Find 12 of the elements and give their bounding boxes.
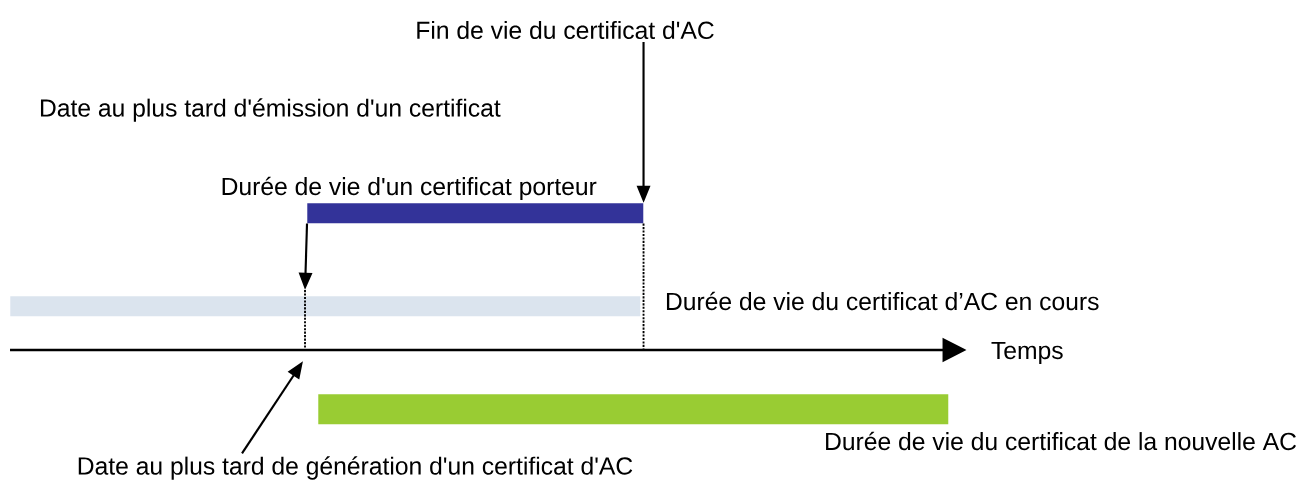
timeline-bar: Durée de vie d'un certificat porteur [222, 176, 644, 224]
bar-caption: Durée de vie du certificat de la nouvelle AC [826, 431, 1296, 451]
node-label: Durée de vie d'un certificat porteur [222, 176, 597, 201]
caption-text: Date au plus tard d'émission d'un certificat [41, 98, 501, 122]
dotted-line [642, 222, 645, 350]
bar-caption: Durée de vie du certificat d’AC en cours [666, 291, 1099, 311]
timeline-bar [10, 296, 641, 317]
caption-text: Fin de vie du certificat d'AC [417, 20, 714, 40]
timeline-bar [318, 394, 949, 425]
dotted-line [304, 289, 306, 350]
axis-label: Temps [991, 341, 1063, 365]
caption-text: Date au plus tard de génération d'un certificat d'AC [78, 456, 633, 480]
